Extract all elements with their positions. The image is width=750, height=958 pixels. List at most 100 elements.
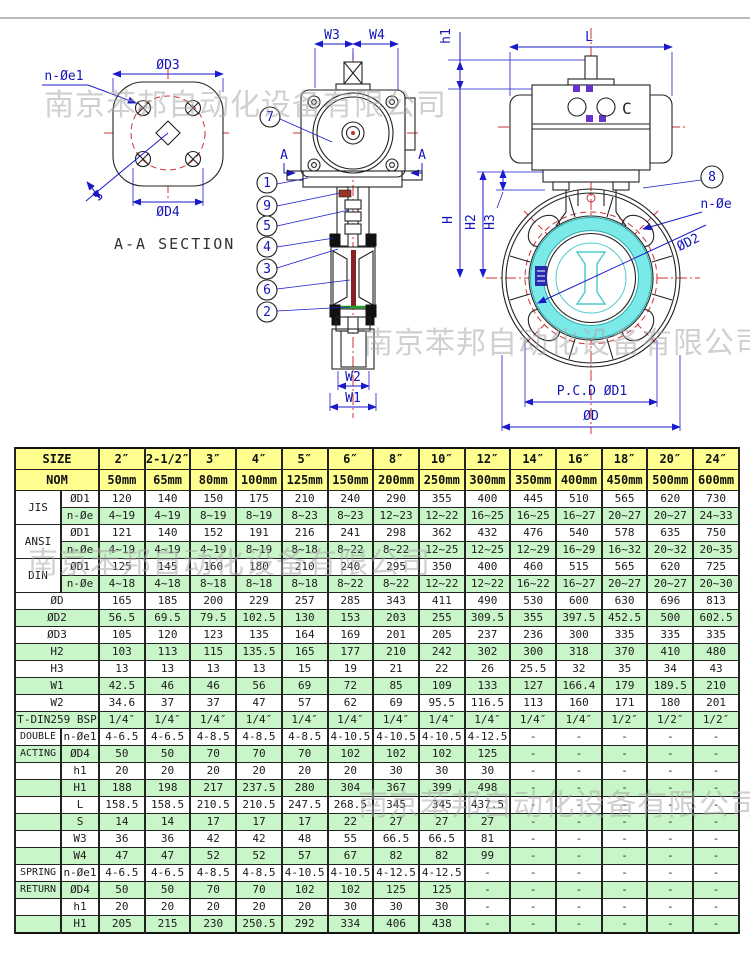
section-title: A-A SECTION bbox=[114, 235, 235, 253]
mount-bracket bbox=[542, 169, 640, 183]
row-param-label: h1 bbox=[60, 762, 100, 780]
dim-value-cell: 350 bbox=[417, 558, 466, 576]
dim-value-cell: 12~25 bbox=[417, 541, 466, 559]
dim-value-cell: 8~18 bbox=[235, 575, 283, 593]
nom-header-cell: 65mm bbox=[143, 469, 192, 491]
dim-value-cell: 4-6.5 bbox=[143, 864, 192, 882]
dim-value-cell: 35 bbox=[600, 660, 649, 678]
dim-value-cell: - bbox=[555, 745, 603, 763]
dim-value-cell: 600 bbox=[555, 592, 603, 610]
dim-value-cell: 8~18 bbox=[280, 575, 329, 593]
dim-value-cell: 411 bbox=[417, 592, 466, 610]
size-header-cell: 6″ bbox=[326, 447, 375, 470]
dim-value-cell: - bbox=[555, 847, 603, 865]
dim-value-cell: - bbox=[555, 915, 603, 934]
dim-value-cell: 180 bbox=[235, 558, 283, 576]
dim-label-n-oe: n-Øe bbox=[700, 197, 731, 212]
row-group-label bbox=[14, 813, 62, 831]
dim-value-cell: 4~19 bbox=[189, 541, 238, 559]
dim-value-cell: 355 bbox=[417, 490, 466, 508]
dim-value-cell: - bbox=[555, 796, 603, 814]
dim-value-cell: 102 bbox=[326, 745, 375, 763]
dim-value-cell: 152 bbox=[189, 524, 238, 542]
row-group-label bbox=[14, 796, 62, 814]
dim-value-cell: 125 bbox=[98, 558, 146, 576]
dim-value-cell: - bbox=[555, 830, 603, 848]
dim-value-cell: 191 bbox=[235, 524, 283, 542]
dim-value-cell: - bbox=[600, 881, 649, 899]
dim-label-w1: W1 bbox=[345, 391, 361, 406]
dim-value-cell: - bbox=[509, 813, 558, 831]
dim-value-cell: 121 bbox=[98, 524, 146, 542]
dim-value-cell: 237.5 bbox=[235, 779, 283, 797]
dim-value-cell: 237 bbox=[463, 626, 512, 644]
dim-value-cell: 20 bbox=[280, 898, 329, 916]
row-param-label: H1 bbox=[60, 779, 100, 797]
dim-value-cell: - bbox=[692, 745, 740, 763]
dim-value-cell: 4-10.5 bbox=[417, 728, 466, 746]
dim-label-n-oe1: n-Øe1 bbox=[44, 69, 83, 84]
dim-value-cell: 66.5 bbox=[417, 830, 466, 848]
dim-value-cell: 205 bbox=[98, 915, 146, 934]
row-param-label: n-Øe bbox=[60, 507, 100, 525]
dim-value-cell: 15 bbox=[280, 660, 329, 678]
dim-value-cell: 620 bbox=[646, 490, 695, 508]
dim-value-cell: 334 bbox=[326, 915, 375, 934]
dim-value-cell: 50 bbox=[98, 881, 146, 899]
dim-value-cell: - bbox=[509, 779, 558, 797]
dim-value-cell: 201 bbox=[372, 626, 420, 644]
dim-value-cell: 4~19 bbox=[98, 541, 146, 559]
dim-value-cell: 13 bbox=[235, 660, 283, 678]
dim-value-cell: 47 bbox=[143, 847, 192, 865]
dim-value-cell: 133 bbox=[463, 677, 512, 695]
dim-value-cell: 22 bbox=[417, 660, 466, 678]
balloon-6: 6 bbox=[263, 283, 271, 298]
dim-value-cell: 150 bbox=[189, 490, 238, 508]
row-group-label: JIS bbox=[14, 490, 62, 525]
dim-value-cell: 255 bbox=[417, 609, 466, 627]
size-header-cell: 3″ bbox=[189, 447, 238, 470]
dim-value-cell: - bbox=[646, 864, 695, 882]
dim-value-cell: 1/4″ bbox=[509, 711, 558, 729]
dim-value-cell: 158.5 bbox=[143, 796, 192, 814]
dim-value-cell: - bbox=[463, 881, 512, 899]
dim-value-cell: - bbox=[692, 796, 740, 814]
dim-value-cell: 70 bbox=[189, 745, 238, 763]
dim-value-cell: 620 bbox=[646, 558, 695, 576]
dim-value-cell: 201 bbox=[692, 694, 740, 712]
dim-value-cell: 70 bbox=[189, 881, 238, 899]
dim-value-cell: 50 bbox=[98, 745, 146, 763]
dim-label-od4: ØD4 bbox=[156, 205, 180, 220]
dim-value-cell: 70 bbox=[235, 745, 283, 763]
dim-value-cell: - bbox=[692, 847, 740, 865]
dim-value-cell: 1/4″ bbox=[555, 711, 603, 729]
dim-value-cell: 198 bbox=[143, 779, 192, 797]
dim-value-cell: 52 bbox=[189, 847, 238, 865]
dim-value-cell: 8~19 bbox=[189, 507, 238, 525]
dim-value-cell: 115 bbox=[189, 643, 238, 661]
dim-value-cell: 476 bbox=[509, 524, 558, 542]
nom-header-cell: 500mm bbox=[646, 469, 695, 491]
dim-value-cell: 171 bbox=[600, 694, 649, 712]
actuator-body bbox=[531, 84, 651, 171]
dim-value-cell: 56.5 bbox=[98, 609, 146, 627]
dim-value-cell: 452.5 bbox=[600, 609, 649, 627]
dim-value-cell: 50 bbox=[143, 745, 192, 763]
dim-value-cell: 410 bbox=[646, 643, 695, 661]
size-header-cell: 24″ bbox=[692, 447, 740, 470]
dim-value-cell: 397.5 bbox=[555, 609, 603, 627]
row-param-label: W4 bbox=[60, 847, 100, 865]
row-param-label: n-Øe1 bbox=[60, 864, 100, 882]
dim-value-cell: 32 bbox=[555, 660, 603, 678]
body-webs bbox=[509, 196, 673, 360]
dim-value-cell: 12~22 bbox=[417, 575, 466, 593]
dim-value-cell: - bbox=[509, 796, 558, 814]
dim-value-cell: - bbox=[555, 881, 603, 899]
